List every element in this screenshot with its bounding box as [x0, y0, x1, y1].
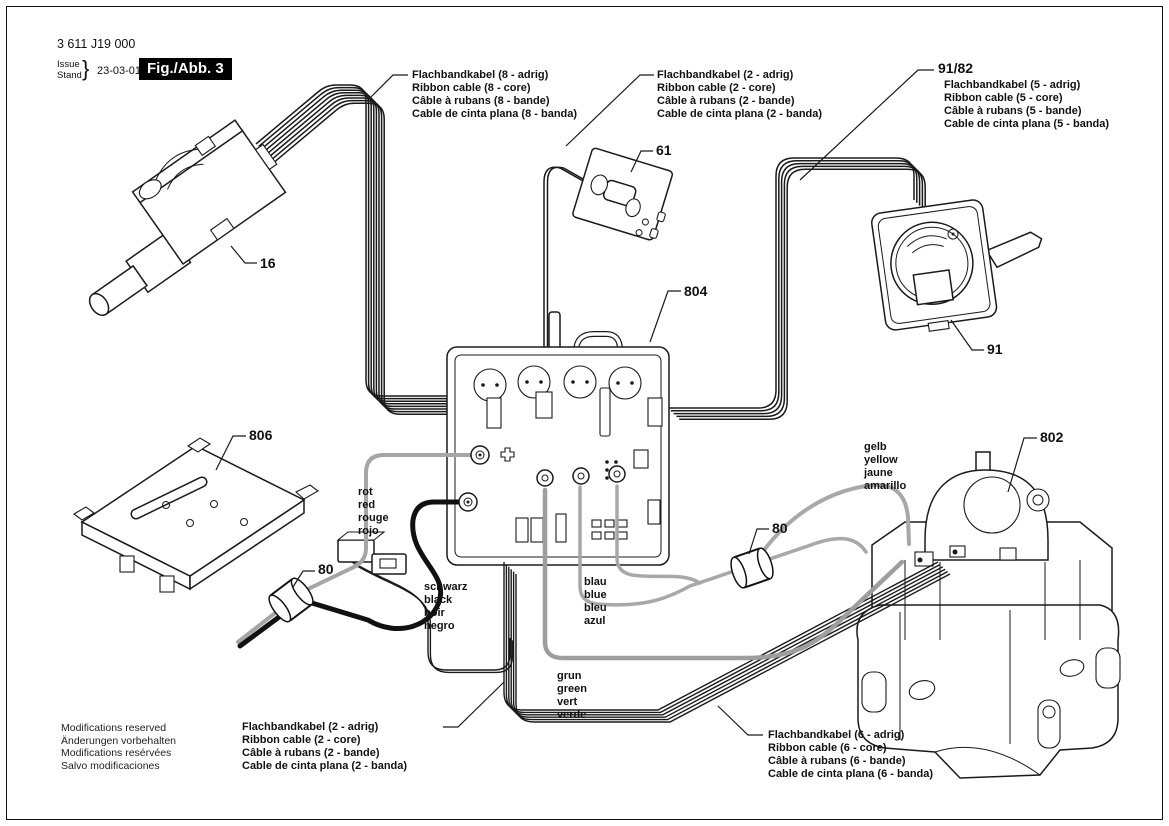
- wire-blue-de: blau: [584, 576, 607, 588]
- cable-label-2core-top-line1: Flachbandkabel (2 - adrig): [657, 69, 794, 81]
- issue-date: 23-03-01: [97, 65, 142, 77]
- wire-color-label-blue: blau blue bleu azul: [584, 576, 607, 628]
- wire-yellow-de: gelb: [864, 441, 887, 453]
- cable-label-2core-top-line2: Ribbon cable (2 - core): [657, 82, 776, 94]
- cable-label-6core-line3: Câble à rubans (6 - bande): [768, 755, 906, 767]
- wire-yellow-es: amarillo: [864, 480, 907, 492]
- cable-label-2core-bottom: Flachbandkabel (2 - adrig) Ribbon cable …: [242, 721, 407, 773]
- cable-label-5core-line1: Flachbandkabel (5 - adrig): [944, 79, 1081, 91]
- wire-black-de: schwarz: [424, 581, 468, 593]
- motor-802-drawing: [856, 451, 1121, 779]
- wire-color-label-red: rot red rouge rojo: [358, 486, 389, 538]
- part-ref-91-82: 91/82: [938, 60, 974, 76]
- cable-label-8core: Flachbandkabel (8 - adrig) Ribbon cable …: [412, 69, 577, 121]
- wire-red: [236, 453, 480, 644]
- cable-label-2core-top: Flachbandkabel (2 - adrig) Ribbon cable …: [657, 69, 822, 121]
- cable-label-2core-bottom-line2: Ribbon cable (2 - core): [242, 734, 361, 746]
- wire-color-label-yellow: gelb yellow jaune amarillo: [864, 441, 906, 493]
- grommet-right: [730, 547, 774, 589]
- cable-label-6core-line2: Ribbon cable (6 - core): [768, 742, 887, 754]
- leader-lines: [215, 69, 1037, 736]
- wire-color-label-green: grun green vert verde: [557, 670, 587, 722]
- wire-gray-third: [615, 484, 702, 585]
- cable-label-6core: Flachbandkabel (6 - adrig) Ribbon cable …: [768, 729, 933, 781]
- figure-badge: Fig./Abb. 3: [139, 58, 232, 80]
- cable-label-6core-line1: Flachbandkabel (6 - adrig): [768, 729, 905, 741]
- board-804-drawing: [446, 311, 670, 566]
- wire-yellow-en: yellow: [864, 454, 898, 466]
- wire-yellow-fr: jaune: [864, 467, 893, 479]
- wire-black-fr: noir: [424, 607, 445, 619]
- wire-blue-es: azul: [584, 615, 606, 627]
- wire-black-en: black: [424, 594, 453, 606]
- cable-label-2core-top-line4: Cable de cinta plana (2 - banda): [657, 108, 823, 120]
- wire-green: [542, 487, 905, 661]
- modifications-notice-es: Salvo modificaciones: [61, 759, 160, 772]
- socket-91-drawing: [871, 199, 1043, 332]
- cable-label-8core-line2: Ribbon cable (8 - core): [412, 82, 531, 94]
- wire-yellow: [755, 483, 911, 562]
- switch-16-drawing: [88, 119, 287, 317]
- cable-label-6core-line4: Cable de cinta plana (6 - banda): [768, 768, 934, 780]
- cable-label-5core: Flachbandkabel (5 - adrig) Ribbon cable …: [944, 79, 1109, 131]
- issue-brace: }: [82, 56, 90, 81]
- cable-label-5core-line2: Ribbon cable (5 - core): [944, 92, 1063, 104]
- wire-green-de: grun: [557, 670, 582, 682]
- bracket-806-drawing: [73, 437, 319, 593]
- wire-blue: [578, 485, 868, 607]
- issue-label: Issue: [57, 59, 80, 70]
- cable-label-8core-line3: Câble à rubans (8 - bande): [412, 95, 550, 107]
- plate-61-drawing: [572, 147, 674, 241]
- wire-blue-en: blue: [584, 589, 607, 601]
- cable-label-8core-line4: Cable de cinta plana (8 - banda): [412, 108, 578, 120]
- cable-label-2core-bottom-line4: Cable de cinta plana (2 - banda): [242, 760, 408, 772]
- document-part-number: 3 611 J19 000: [57, 37, 136, 51]
- part-ref-80-right: 80: [772, 520, 788, 536]
- part-ref-802: 802: [1040, 429, 1064, 445]
- wire-red-en: red: [358, 499, 376, 511]
- wire-black: [237, 499, 470, 649]
- part-ref-61: 61: [656, 142, 672, 158]
- cable-label-2core-bottom-line1: Flachbandkabel (2 - adrig): [242, 721, 379, 733]
- grommet-left: [268, 577, 314, 623]
- modifications-notice-de: Änderungen vorbehalten: [61, 734, 177, 747]
- wire-red-es: rojo: [358, 525, 379, 537]
- wire-blue-fr: bleu: [584, 602, 607, 614]
- stand-label: Stand: [57, 70, 82, 81]
- cable-label-5core-line3: Câble à rubans (5 - bande): [944, 105, 1082, 117]
- modifications-notice-en: Modifications reserved: [61, 722, 167, 734]
- wire-green-fr: vert: [557, 696, 578, 708]
- part-ref-806: 806: [249, 427, 273, 443]
- board-terminals: [458, 445, 626, 512]
- cable-label-2core-bottom-line3: Câble à rubans (2 - bande): [242, 747, 380, 759]
- cable-label-8core-line1: Flachbandkabel (8 - adrig): [412, 69, 549, 81]
- cable-label-5core-line4: Cable de cinta plana (5 - banda): [944, 118, 1110, 130]
- wire-green-en: green: [557, 683, 587, 695]
- part-ref-80-left: 80: [318, 561, 334, 577]
- cable-label-2core-top-line3: Câble à rubans (2 - bande): [657, 95, 795, 107]
- part-ref-16: 16: [260, 255, 276, 271]
- wire-red-de: rot: [358, 486, 373, 498]
- wire-green-es: verde: [557, 709, 587, 721]
- part-ref-91: 91: [987, 341, 1003, 357]
- modifications-notice: Modifications reserved Änderungen vorbeh…: [61, 722, 176, 772]
- wire-red-fr: rouge: [358, 512, 389, 524]
- part-ref-804: 804: [684, 283, 708, 299]
- modifications-notice-fr: Modifications resérvées: [61, 747, 172, 759]
- wire-black-es: negro: [424, 620, 455, 632]
- wire-color-label-black: schwarz black noir negro: [424, 581, 467, 633]
